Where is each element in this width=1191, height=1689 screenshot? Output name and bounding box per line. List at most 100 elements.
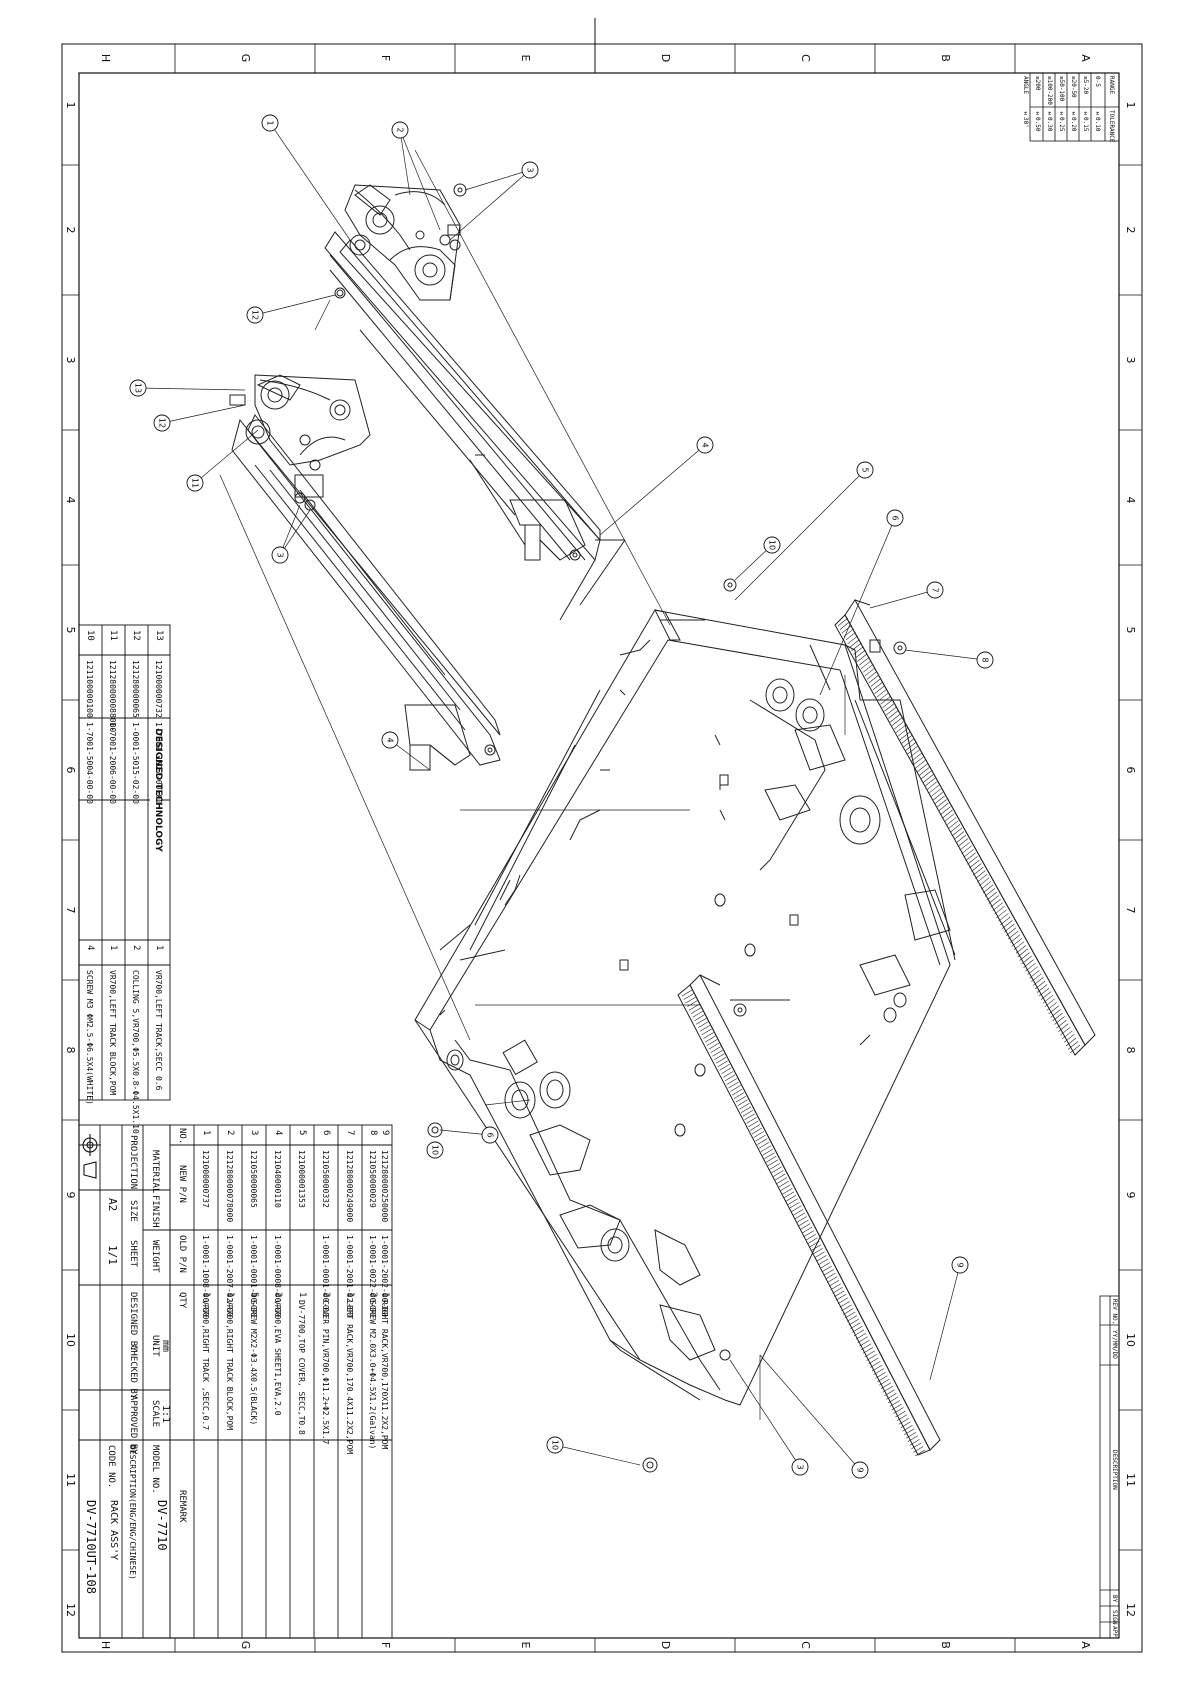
tolerance-range: ≥50-100 — [1058, 76, 1065, 102]
balloon-circle — [546, 1436, 564, 1454]
company-logo-text: DESIGNED TECHNOLOGY — [153, 728, 163, 852]
tolerance-range: 0-5 — [1094, 76, 1101, 87]
outer-frame — [61, 43, 1143, 1653]
revision-header: SIGN — [1111, 1610, 1118, 1625]
zone-number-right: 10 — [1124, 1333, 1137, 1347]
zone-number-left: 2 — [64, 227, 77, 234]
bom-row-remark: COVER PIN,VR700,Φ11.2+Φ2.5X1.7 — [321, 1300, 330, 1445]
zone-number-left: 8 — [64, 1047, 77, 1054]
material-label: MATERIAL — [150, 1150, 160, 1194]
bom-row-new-pn: 121280000078000 — [225, 1150, 234, 1223]
bom-row-no: 9 — [380, 1130, 390, 1136]
zone-number-left: 7 — [64, 907, 77, 914]
balloon: 6 — [886, 509, 904, 527]
zone-number-left: 12 — [64, 1603, 77, 1617]
balloon-label: 2 — [396, 127, 405, 132]
bom-extra-row-no: 12 — [131, 630, 141, 641]
bom-extra-row-no: 11 — [108, 630, 118, 641]
tolerance-value: ±0.30 — [1046, 110, 1053, 132]
tolerance-range: ANGLE — [1022, 76, 1029, 95]
balloon-label: 4 — [386, 737, 395, 742]
zone-letter-top: F — [379, 55, 392, 61]
approved-by-label: APPROVED BY — [128, 1395, 138, 1455]
zone-letter-top: D — [659, 54, 672, 62]
tolerance-header-range: RANGE — [1108, 76, 1115, 95]
scale-label: SCALE — [150, 1400, 160, 1428]
tolerance-range: ≥100-200 — [1046, 76, 1053, 105]
tolerance-value: ±0.15 — [1082, 110, 1089, 132]
zone-number-right: 4 — [1124, 497, 1137, 504]
inner-frame — [78, 72, 1120, 1639]
balloon-circle — [381, 731, 399, 749]
revision-header: BY — [1111, 1595, 1118, 1603]
bom-row-new-pn: 121000001353 — [297, 1150, 306, 1208]
bom-row-qty: 2 — [273, 1292, 283, 1298]
tolerance-range: ≥200 — [1034, 76, 1041, 91]
bom-extra-row-oldpn: 1-7001-5004-00-00 — [85, 722, 94, 804]
bom-row-remark: DV-7700,TOP COVER, SECC,T0.8 — [297, 1300, 306, 1435]
bom-extra-row-oldpn: 1-7001-1027-00-00 — [154, 722, 163, 804]
balloon-label: 3 — [796, 1464, 805, 1469]
zone-number-right: 6 — [1124, 767, 1137, 774]
balloon: 6 — [481, 1126, 499, 1144]
bom-header-qty: QTY — [177, 1292, 187, 1309]
bom-row-qty: 1 — [380, 1292, 390, 1298]
unit-value: mm — [160, 1340, 171, 1353]
bom-row-old-pn: 1-0001-0001-00-00 — [249, 1235, 258, 1317]
zone-number-right: 7 — [1124, 907, 1137, 914]
model-label: MODEL NO. — [150, 1445, 160, 1494]
right-track — [324, 231, 626, 621]
bom-row-new-pn: 121050000029 — [368, 1150, 377, 1208]
zone-letter-bottom: C — [799, 1641, 812, 1649]
balloon-label: 4 — [701, 442, 710, 447]
balloon: 10 — [763, 536, 781, 554]
bom-row-no: 5 — [297, 1130, 307, 1136]
tolerance-range: ≥5-20 — [1082, 76, 1089, 95]
balloon-label: 7 — [931, 587, 940, 592]
balloon: 3 — [521, 161, 539, 179]
zone-letter-bottom: D — [659, 1641, 672, 1649]
bom-row-qty: 5 — [249, 1292, 259, 1298]
zone-number-left: 1 — [64, 102, 77, 109]
projection-label: PROJECTION — [128, 1135, 138, 1190]
balloon-label: 8 — [981, 657, 990, 662]
sheet-label: SHEET — [128, 1240, 138, 1268]
balloon-circle — [763, 536, 781, 554]
bom-row-qty: 1 — [297, 1292, 307, 1298]
designed-by-label: DESIGNED BY — [128, 1292, 138, 1352]
bom-row-remark: SCREW M2.0X3.0+Φ4.5X1.2(Galvan) — [368, 1300, 377, 1450]
zone-letter-top: G — [239, 54, 252, 63]
zone-letter-bottom: H — [99, 1641, 112, 1649]
size-label: SIZE — [128, 1200, 138, 1222]
bom-row-old-pn: 1-0001-0022-00-00 — [368, 1235, 377, 1317]
bom-main-table — [169, 1124, 393, 1639]
balloon: 2 — [391, 121, 409, 139]
bom-extra-row-qty: 1 — [154, 945, 164, 951]
bom-extra-row-qty: 4 — [85, 945, 95, 951]
balloon-label: 3 — [276, 552, 285, 557]
revision-header: YY/MM/DD — [1111, 1330, 1118, 1359]
top-cover — [414, 609, 956, 1406]
sheet-value: 1/1 — [106, 1245, 119, 1265]
balloon: 7 — [926, 581, 944, 599]
zone-ticks — [62, 18, 1142, 1652]
bom-row-qty: 1 — [345, 1292, 355, 1298]
bom-row-no: 2 — [225, 1130, 235, 1136]
balloon-circle — [153, 414, 171, 432]
balloon-label: 10 — [551, 1440, 560, 1450]
size-value: A2 — [106, 1198, 119, 1212]
balloon-circle — [391, 121, 409, 139]
balloon: 10 — [546, 1436, 564, 1454]
balloon-label: 10 — [768, 540, 777, 550]
bom-extra-row-no: 13 — [154, 630, 164, 641]
revision-table — [1099, 1295, 1120, 1639]
zone-number-left: 5 — [64, 627, 77, 634]
tolerance-value: ±0.25 — [1058, 110, 1065, 132]
company-logo: DESIGNED TECHNOLOGY — [150, 720, 163, 860]
balloon-circle — [696, 436, 714, 454]
bom-row-no: 1 — [201, 1130, 211, 1136]
bom-row-old-pn: 1-0001-2007-02-00 — [225, 1235, 234, 1317]
description-label: DESCRIPTION(ENG/ENG/CHINESE) — [128, 1445, 137, 1580]
balloon-label: 1 — [266, 120, 275, 125]
zone-letter-top: H — [99, 54, 112, 62]
